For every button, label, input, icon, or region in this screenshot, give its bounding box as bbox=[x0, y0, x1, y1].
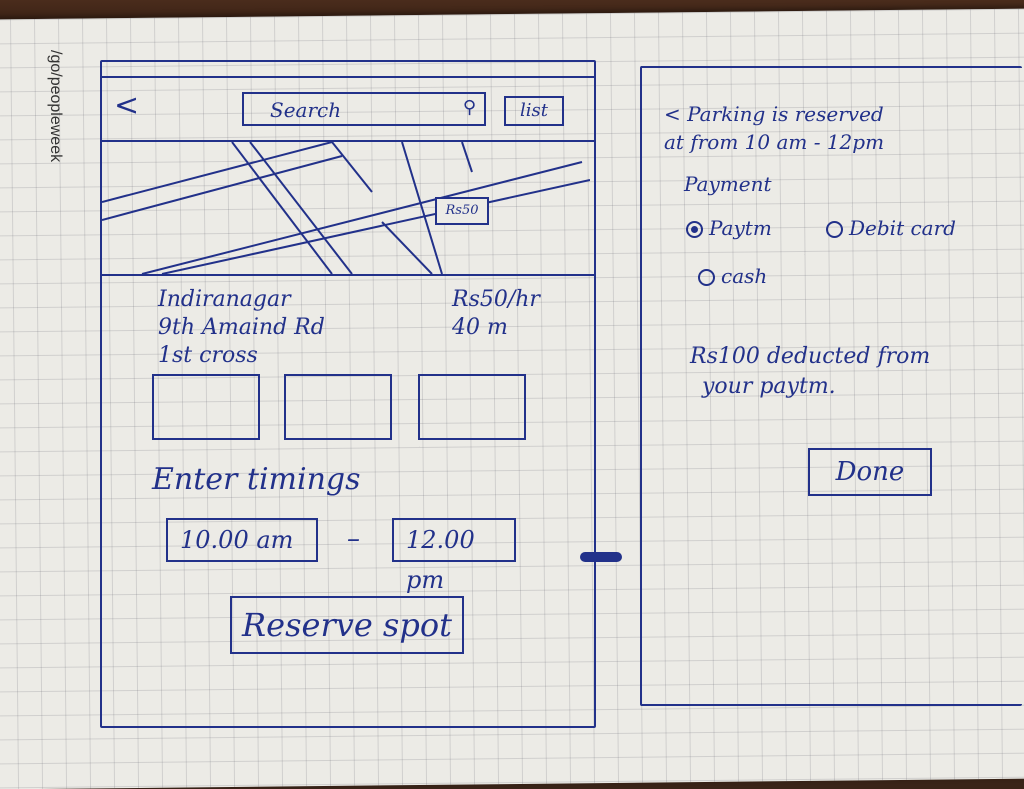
radio-unselected-icon[interactable] bbox=[826, 221, 843, 238]
payment-label: Payment bbox=[684, 172, 772, 196]
radio-unselected-icon[interactable] bbox=[698, 269, 715, 286]
cash-label: cash bbox=[721, 264, 768, 288]
map-divider bbox=[102, 274, 594, 276]
search-screen: < Search ⚲ list Rs50 Indiranagar 9th bbox=[100, 60, 596, 728]
reservation-message-line-1: < Parking is reserved bbox=[664, 102, 884, 126]
map-streets bbox=[102, 142, 590, 274]
address-line-1: Indiranagar bbox=[158, 287, 291, 312]
header-divider bbox=[102, 140, 594, 142]
start-time-field[interactable]: 10.00 am bbox=[166, 518, 318, 562]
search-icon[interactable]: ⚲ bbox=[462, 97, 476, 118]
address-line-2: 9th Amaind Rd bbox=[158, 315, 325, 340]
distance: 40 m bbox=[452, 315, 508, 340]
time-separator: – bbox=[347, 524, 360, 554]
end-time-field[interactable]: 12.00 pm bbox=[392, 518, 516, 594]
parking-address: Indiranagar 9th Amaind Rd 1st cross bbox=[158, 286, 325, 370]
deduction-line-1: Rs100 deducted from bbox=[690, 344, 931, 369]
map-view[interactable]: Rs50 bbox=[102, 142, 590, 274]
reserve-spot-button[interactable]: Reserve spot bbox=[230, 596, 464, 654]
margin-note: /go/peopleweek bbox=[47, 50, 64, 163]
done-button[interactable]: Done bbox=[808, 448, 932, 496]
payment-option-debit-card[interactable]: Debit card bbox=[826, 216, 956, 240]
debit-card-label: Debit card bbox=[849, 216, 956, 240]
parking-price-pin[interactable]: Rs50 bbox=[435, 197, 489, 225]
timings-label: Enter timings bbox=[152, 462, 361, 497]
confirmation-screen: < Parking is reserved at from 10 am - 12… bbox=[640, 66, 1022, 706]
status-bar-line bbox=[102, 76, 594, 78]
back-icon[interactable]: < bbox=[114, 88, 140, 123]
parking-rate: Rs50/hr 40 m bbox=[452, 286, 540, 342]
search-input[interactable]: Search ⚲ bbox=[242, 92, 486, 126]
list-button[interactable]: list bbox=[504, 96, 564, 126]
spot-photo-1[interactable] bbox=[152, 374, 260, 440]
radio-selected-icon[interactable] bbox=[686, 221, 703, 238]
reservation-message-line-2: at from 10 am - 12pm bbox=[664, 130, 885, 154]
payment-option-paytm[interactable]: Paytm bbox=[686, 216, 772, 240]
spot-photo-3[interactable] bbox=[418, 374, 526, 440]
ink-mark bbox=[580, 552, 622, 562]
payment-option-cash[interactable]: cash bbox=[698, 264, 767, 288]
spot-photo-2[interactable] bbox=[284, 374, 392, 440]
hourly-rate: Rs50/hr bbox=[452, 287, 540, 312]
deduction-line-2: your paytm. bbox=[702, 374, 836, 399]
search-placeholder: Search bbox=[270, 98, 342, 122]
paytm-label: Paytm bbox=[709, 216, 772, 240]
address-line-3: 1st cross bbox=[158, 343, 258, 368]
